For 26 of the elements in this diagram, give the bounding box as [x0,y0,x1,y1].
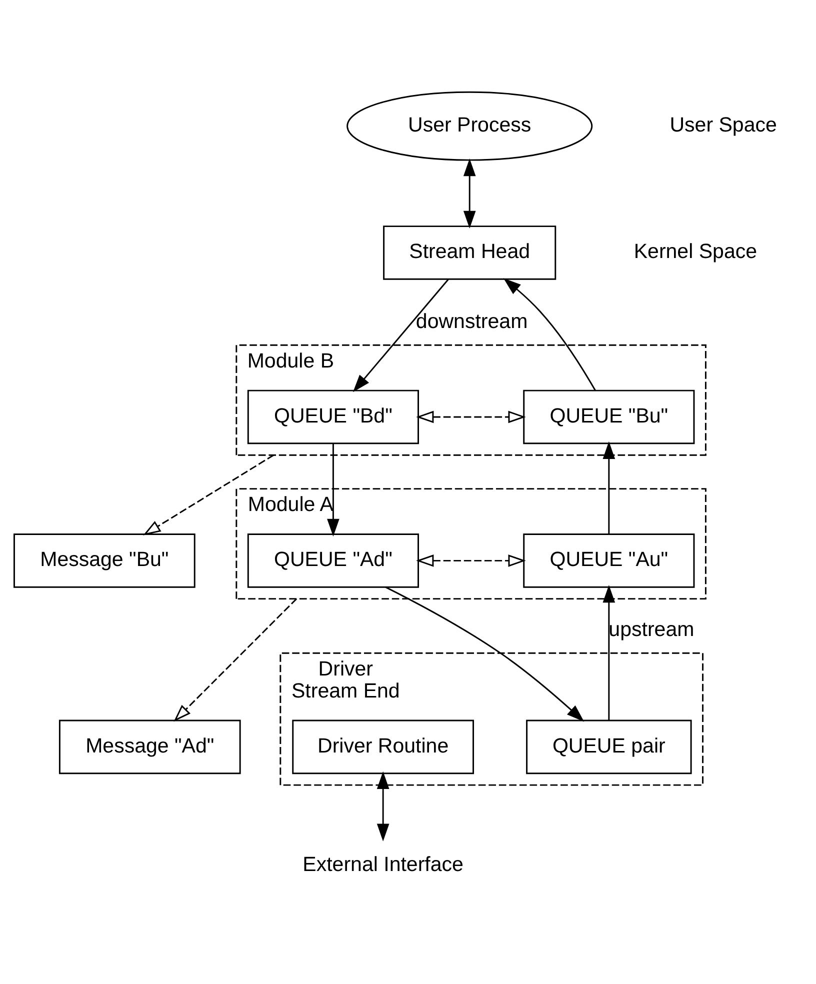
node-box: Stream Head [383,226,556,280]
label: Kernel Space [634,240,758,264]
arrow [352,278,449,392]
arrow [416,410,526,424]
arrow [503,278,596,391]
node-box: Message "Ad" [58,720,241,774]
arrow [376,771,390,842]
arrow [602,441,616,534]
arrow [602,585,616,720]
node-box: Message "Bu" [14,534,196,588]
node-box: QUEUE "Bd" [247,390,419,444]
node-text: External Interface [302,853,464,876]
arrow [143,454,274,536]
node-box: Driver Routine [292,720,474,774]
node-box: QUEUE pair [526,720,692,774]
edge-label: upstream [608,618,694,641]
arrow [463,158,476,228]
arrow [327,444,340,536]
node-ellipse: User Process [346,91,593,161]
node-box: QUEUE "Ad" [247,534,419,588]
node-box: QUEUE "Au" [523,534,695,588]
edge-label: downstream [416,310,528,333]
label: User Space [670,114,777,137]
arrow [416,554,526,567]
node-box: QUEUE "Bu" [523,390,695,444]
arrow [174,598,298,722]
